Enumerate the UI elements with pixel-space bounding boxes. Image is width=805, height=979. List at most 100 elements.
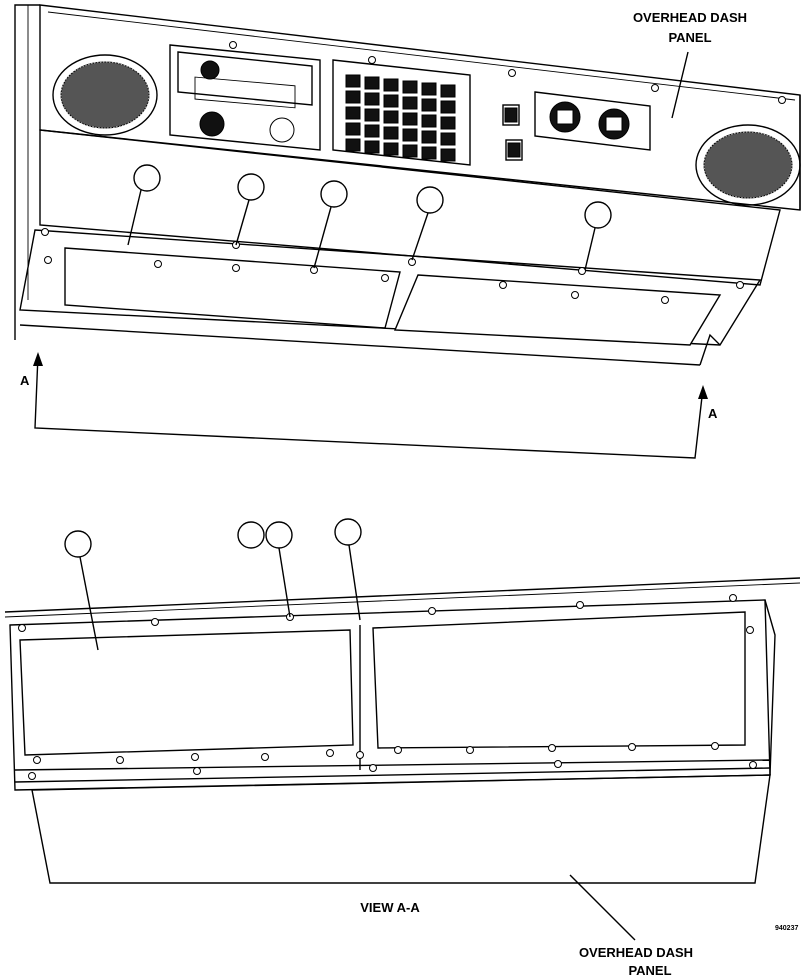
access-panel-left: [64, 247, 401, 329]
top-callout-circles: [127, 164, 612, 271]
top-label-leader: [671, 51, 689, 119]
view-hinge-line-2: [14, 767, 771, 783]
top-panel-label-line1: OVERHEAD DASH: [633, 10, 747, 25]
top-view-screws: [41, 41, 786, 304]
keypad-key: [421, 130, 437, 144]
lower-lip: [19, 324, 701, 366]
keypad-key: [364, 76, 380, 90]
panel-housing-front: [39, 129, 781, 286]
keypad-key: [402, 96, 418, 110]
screw: [428, 607, 436, 615]
keypad-key: [345, 122, 361, 136]
left-speaker-grille: [52, 54, 158, 136]
screw: [729, 594, 737, 602]
screw: [508, 69, 516, 77]
screw: [18, 624, 26, 632]
screw: [41, 228, 49, 236]
screw: [33, 756, 41, 764]
screw: [576, 601, 584, 609]
keypad-key: [383, 110, 399, 124]
view-top-edge-inner: [4, 582, 801, 618]
screw: [368, 56, 376, 64]
top-panel-label-line2: PANEL: [668, 30, 711, 45]
keypad-key: [421, 98, 437, 112]
right-speaker-grille: [695, 124, 801, 206]
keypad-key: [421, 114, 437, 128]
screw: [651, 84, 659, 92]
view-hinge-line: [14, 759, 771, 771]
keypad-key: [421, 82, 437, 96]
screw: [578, 267, 586, 275]
screw: [711, 742, 719, 750]
screw: [154, 260, 162, 268]
bottom-panel-label-line1: OVERHEAD DASH: [579, 945, 693, 960]
section-line-a-a: [33, 352, 708, 459]
view-access-panel-right: [372, 611, 746, 749]
keypad-key: [402, 80, 418, 94]
screw: [369, 764, 377, 772]
keypad-key: [364, 92, 380, 106]
keypad-key: [383, 94, 399, 108]
keypad-key: [440, 116, 456, 130]
keypad-key: [440, 84, 456, 98]
section-arrow-left-label: A: [20, 373, 30, 388]
keypad-key: [402, 144, 418, 158]
top-view: OVERHEAD DASH PANEL A A: [14, 4, 801, 459]
screw: [356, 751, 364, 759]
screw: [749, 761, 757, 769]
screw: [661, 296, 669, 304]
figure-number: 940237: [775, 925, 798, 932]
keypad-key: [345, 74, 361, 88]
screw: [326, 749, 334, 757]
view-a-a-label: VIEW A-A: [360, 900, 420, 915]
keypad-key: [345, 90, 361, 104]
screw: [736, 281, 744, 289]
screw: [151, 618, 159, 626]
screw: [554, 760, 562, 768]
screw: [28, 772, 36, 780]
screw: [232, 264, 240, 272]
toggle-switches: [502, 104, 523, 161]
keypad-key: [383, 142, 399, 156]
left-frame: [14, 4, 40, 340]
view-access-panel-left: [19, 629, 354, 756]
keypad-key: [364, 124, 380, 138]
keypad-key: [421, 146, 437, 160]
keypad-key: [345, 106, 361, 120]
bottom-label-leader: [569, 874, 636, 941]
access-panel-right: [393, 274, 722, 346]
view-right-bracket: [764, 599, 776, 776]
keypad-key: [345, 138, 361, 152]
keypad-key: [402, 112, 418, 126]
screw: [116, 756, 124, 764]
section-arrow-right-label: A: [708, 406, 718, 421]
screw: [746, 626, 754, 634]
keypad-key: [383, 126, 399, 140]
screw: [261, 753, 269, 761]
screw: [191, 753, 199, 761]
screw: [229, 41, 237, 49]
bottom-view-screws: [18, 594, 757, 780]
bottom-callout-circles: [64, 518, 362, 651]
view-top-edge: [4, 577, 801, 613]
keypad-key: [383, 78, 399, 92]
lower-lip-corner: [699, 333, 721, 366]
bottom-view: VIEW A-A OVERHEAD DASH PANEL 940237: [4, 518, 801, 978]
screw: [499, 281, 507, 289]
keypad-key: [402, 128, 418, 142]
outlet-plate: [534, 91, 651, 151]
screw: [628, 743, 636, 751]
housing-top-edge: [47, 11, 796, 101]
bottom-panel-label-line2: PANEL: [628, 963, 671, 978]
keypad-key: [440, 148, 456, 162]
keypad-key: [440, 100, 456, 114]
screw: [44, 256, 52, 264]
screw: [394, 746, 402, 754]
keypad-key: [440, 132, 456, 146]
screw: [466, 746, 474, 754]
keypad: [332, 59, 471, 166]
radio-unit: [169, 44, 321, 151]
view-lower-panel: [31, 774, 771, 884]
